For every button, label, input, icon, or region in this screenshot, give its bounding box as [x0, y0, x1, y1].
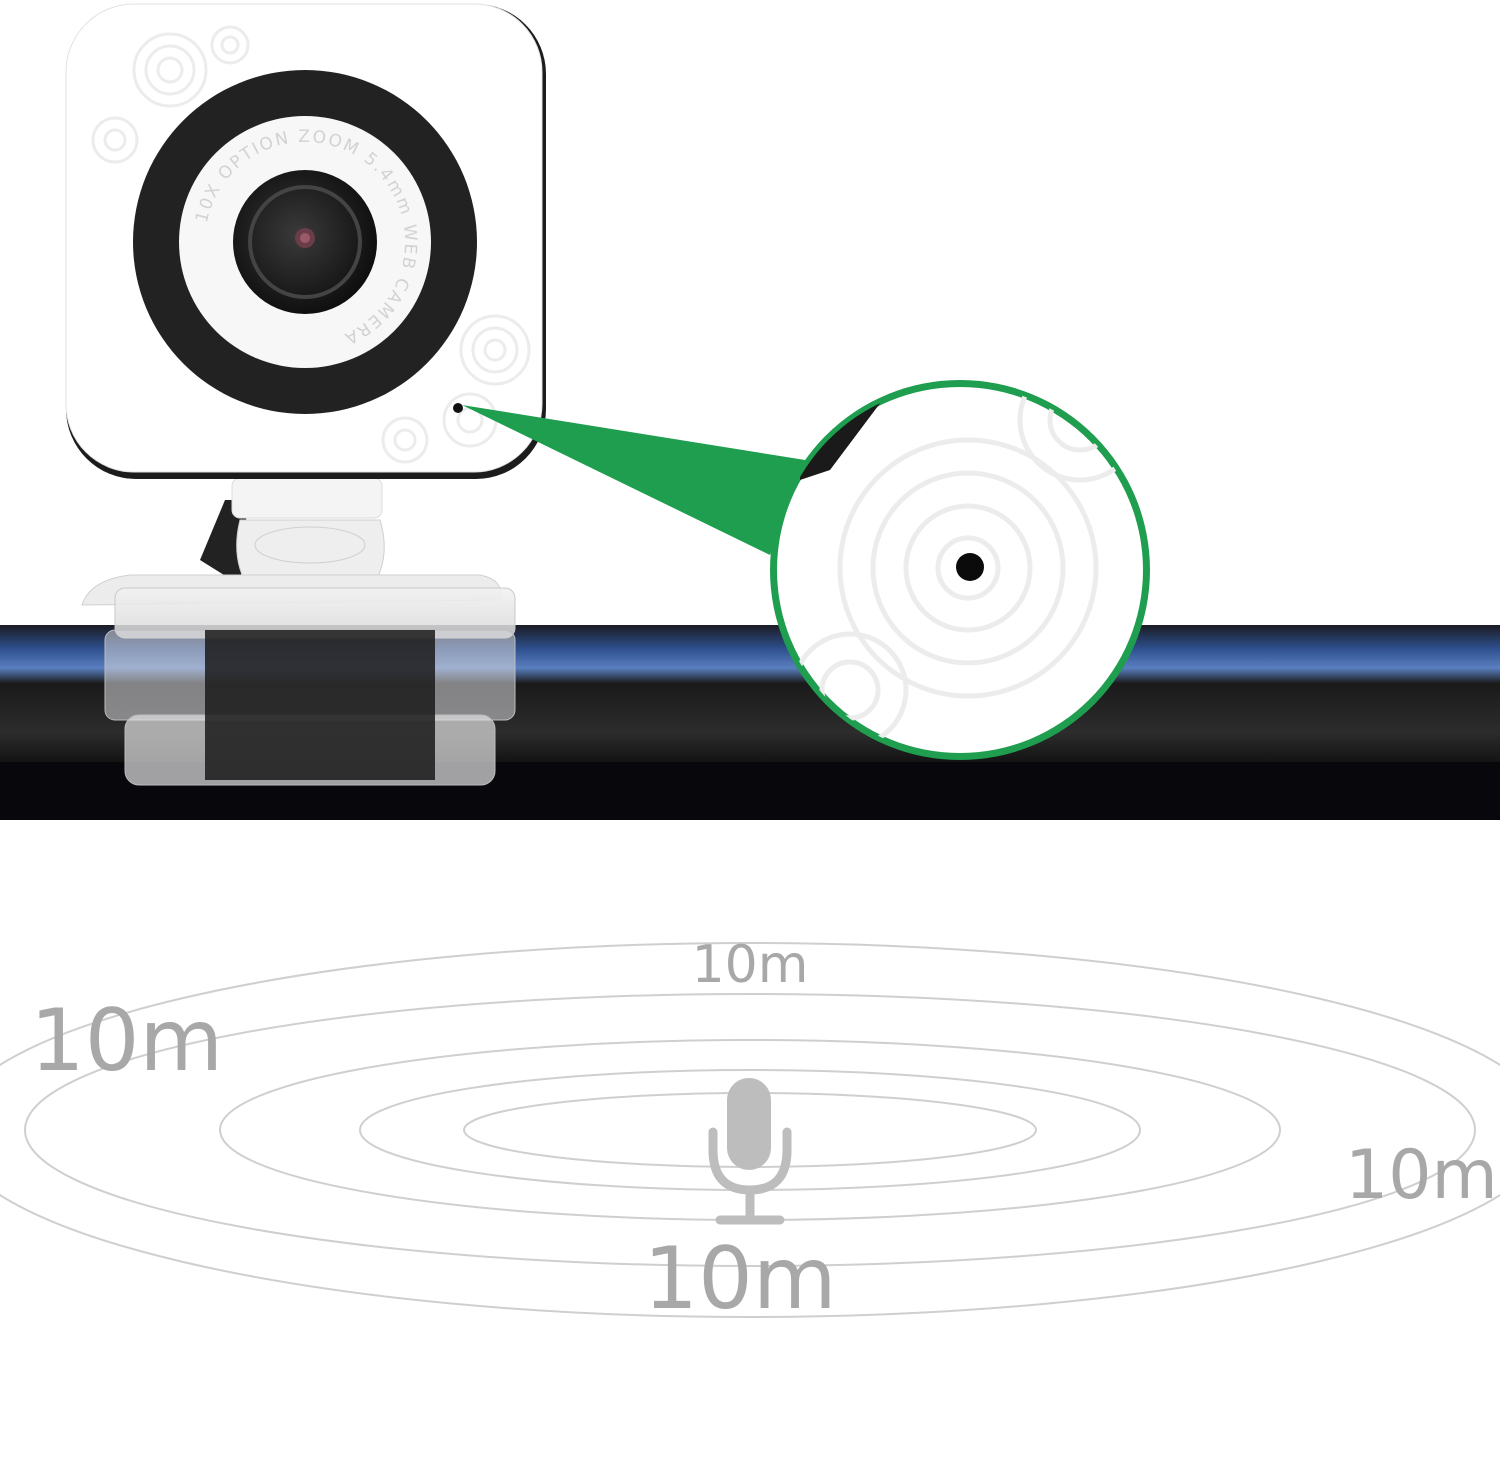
webcam-clip [81, 574, 516, 786]
mic-zoom-callout [770, 380, 1150, 760]
callout-pointer [462, 405, 805, 555]
range-ring [0, 942, 1500, 1318]
mic-hole [453, 403, 463, 413]
webcam-stand [200, 477, 385, 591]
microphone-icon [708, 1078, 792, 1225]
range-label-top: 10m [692, 935, 809, 995]
range-ring [24, 993, 1476, 1267]
swirl-texture [91, 25, 531, 464]
webcam-housing: 10X OPTION ZOOM 5.4mm WEB CAMERA [65, 3, 546, 479]
mic-hole-zoomed [956, 553, 984, 581]
range-label-bottom: 10m [643, 1229, 836, 1329]
range-label-right: 10m [1345, 1136, 1498, 1215]
webcam: 10X OPTION ZOOM 5.4mm WEB CAMERA [65, 3, 546, 786]
range-label-left: 10m [30, 991, 223, 1091]
